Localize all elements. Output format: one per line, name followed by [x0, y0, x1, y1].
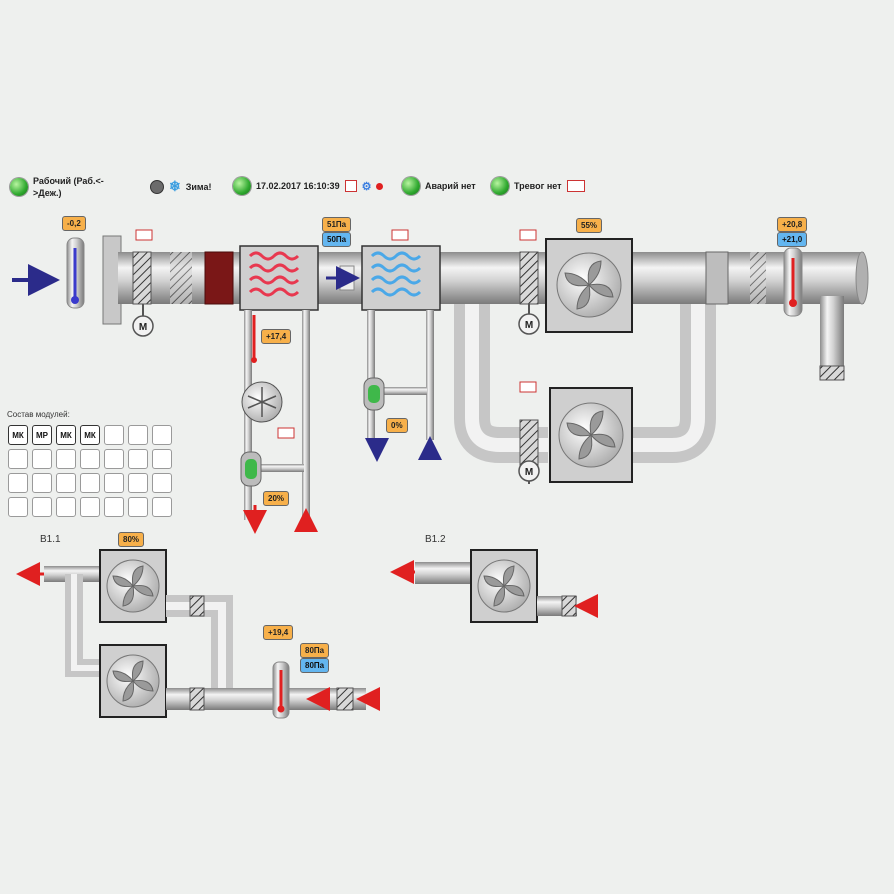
extract1-fan-1-icon [99, 549, 167, 623]
extract1-temp-value: +19,4 [263, 625, 294, 640]
heater-pressure-setpoint[interactable]: 50Па [322, 232, 352, 247]
module-cell[interactable] [32, 449, 52, 469]
module-cell[interactable] [128, 497, 148, 517]
datetime-led-icon [233, 177, 251, 195]
mode-led-icon [10, 178, 28, 196]
power-icon [150, 179, 164, 194]
snowflake-icon: ❄ [169, 178, 181, 194]
circulation-pump-icon [241, 381, 283, 423]
heater-valve-value: 20% [263, 491, 290, 506]
supply-temp-sensor-icon [783, 247, 803, 317]
extract2-fan-icon [470, 549, 538, 623]
intake-damper: M [132, 251, 154, 337]
cooler [361, 245, 441, 311]
supply-temp-setpoint[interactable]: +21,0 [777, 232, 808, 247]
status-alarms[interactable]: Аварий нет [402, 177, 476, 195]
warnings-led-icon [491, 177, 509, 195]
module-cell[interactable] [56, 473, 76, 493]
module-cell[interactable]: МК [8, 425, 28, 445]
gear-icon: ⚙ [361, 180, 372, 193]
module-cell[interactable] [152, 473, 172, 493]
extract1-fan-2-icon [99, 644, 167, 718]
module-cell[interactable] [80, 473, 100, 493]
cooler-valve-value: 0% [386, 418, 408, 433]
module-cell[interactable] [104, 497, 124, 517]
supply-outlet-branch [820, 296, 844, 372]
module-cell[interactable]: МК [56, 425, 76, 445]
module-cell[interactable] [32, 473, 52, 493]
supply-fan-1-icon [545, 238, 633, 333]
module-cell[interactable] [152, 449, 172, 469]
supply-fan-2-icon [549, 387, 633, 483]
heater-valve-icon [240, 451, 262, 487]
warnings-text: Тревог нет [514, 181, 562, 191]
module-cell[interactable] [104, 473, 124, 493]
extract1-pressure-setpoint[interactable]: 80Па [300, 658, 330, 673]
module-cell[interactable] [128, 473, 148, 493]
svg-text:M: M [139, 322, 147, 333]
cooler-valve-icon [363, 377, 385, 411]
filter [204, 251, 234, 305]
calendar-icon [344, 180, 357, 192]
svg-text:M: M [525, 320, 533, 331]
module-cell[interactable] [56, 449, 76, 469]
outdoor-temp-sensor-icon [66, 237, 85, 309]
module-cell[interactable] [104, 449, 124, 469]
module-cell[interactable] [128, 449, 148, 469]
mode-text: Рабочий (Раб.<->Деж.) [33, 176, 104, 198]
extract1-pressure-value: 80Па [300, 643, 330, 658]
module-cell[interactable] [56, 497, 76, 517]
alarms-led-icon [402, 177, 420, 195]
season-text: Зима! [185, 181, 212, 192]
module-cell[interactable] [32, 497, 52, 517]
status-datetime[interactable]: 17.02.2017 16:10:39 ⚙ [233, 177, 384, 195]
supply-fan-speed-value: 55% [576, 218, 603, 233]
water-temp-value: +17,4 [261, 329, 292, 344]
extract2-title: В1.2 [425, 534, 446, 545]
status-mode[interactable]: Рабочий (Раб.<->Деж.) [10, 175, 120, 199]
silencer [705, 251, 729, 305]
module-cell[interactable]: МК [80, 425, 100, 445]
extract1-temp-sensor-icon [272, 661, 290, 719]
extract1-title: В1.1 [40, 534, 61, 545]
alarm-dot-icon [376, 182, 384, 190]
trend-icon [566, 180, 585, 192]
fan1-damper [519, 251, 539, 305]
outdoor-temp-value: -0,2 [62, 216, 86, 231]
module-cell[interactable] [8, 497, 28, 517]
status-warnings[interactable]: Тревог нет [491, 177, 585, 195]
module-cell[interactable] [104, 425, 124, 445]
extract1-fan-speed-value: 80% [118, 532, 145, 547]
module-cell[interactable] [8, 473, 28, 493]
module-cell[interactable] [128, 425, 148, 445]
supply-temp-value: +20,8 [777, 217, 808, 232]
module-cell[interactable] [152, 425, 172, 445]
datetime-text: 17.02.2017 16:10:39 [256, 181, 340, 191]
svg-text:M: M [525, 467, 533, 478]
heater-pressure-value: 51Па [322, 217, 352, 232]
module-cell[interactable]: МР [32, 425, 52, 445]
damper-trend-icon [135, 229, 153, 241]
status-season[interactable]: ❄ Зима! [150, 178, 211, 195]
alarms-text: Аварий нет [425, 181, 476, 191]
heater [239, 245, 319, 311]
module-cell[interactable] [152, 497, 172, 517]
flex-insert-1 [170, 252, 192, 304]
module-cell[interactable] [8, 449, 28, 469]
modules-title: Состав модулей: [7, 410, 70, 419]
module-cell[interactable] [80, 449, 100, 469]
module-cell[interactable] [80, 497, 100, 517]
